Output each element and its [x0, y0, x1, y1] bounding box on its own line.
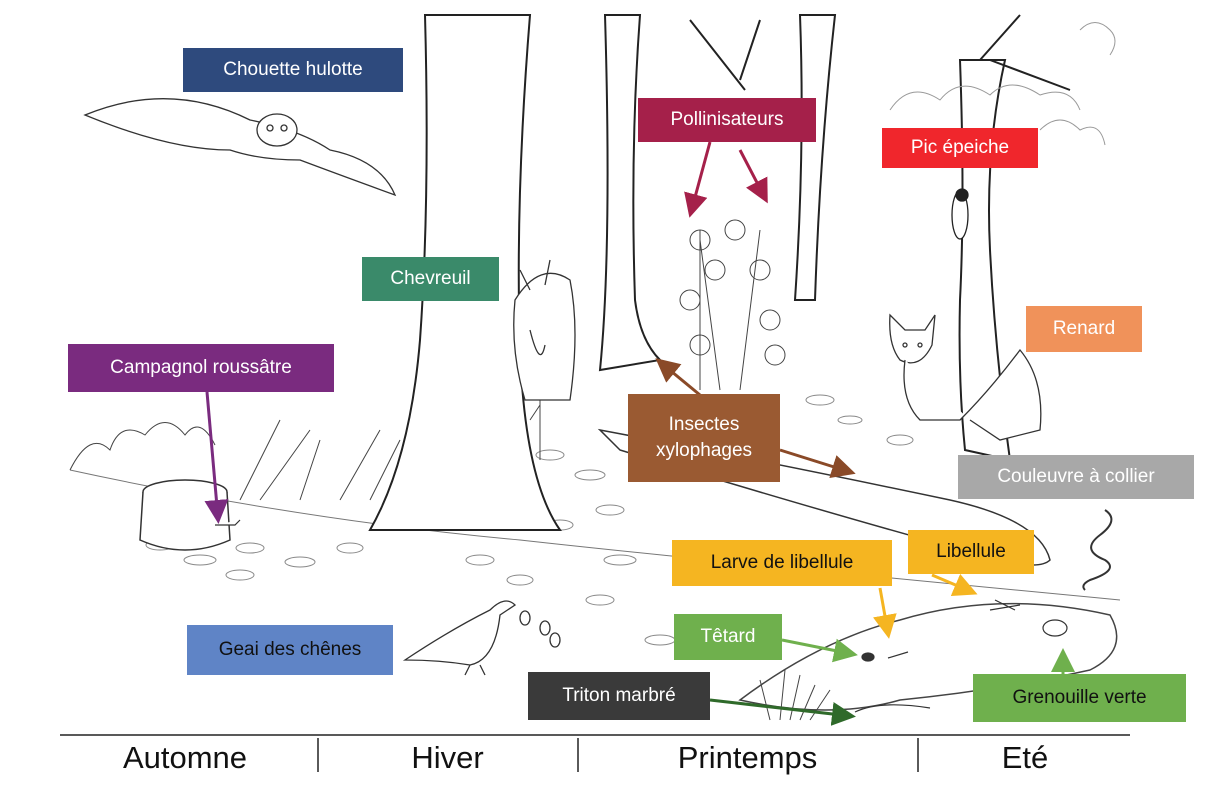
label-libellule: Libellule — [908, 530, 1034, 574]
snake-drawing — [1082, 509, 1113, 591]
label-pic-epeiche: Pic épeiche — [882, 128, 1038, 168]
ground-cobbles — [145, 394, 914, 646]
pond — [738, 602, 1118, 711]
label-renard: Renard — [1026, 306, 1142, 352]
season-ete: Eté — [1001, 740, 1049, 775]
woodpecker-drawing — [951, 188, 969, 240]
foliage-clouds — [889, 22, 1116, 146]
label-chevreuil: Chevreuil — [362, 257, 499, 301]
label-pollinisateurs: Pollinisateurs — [638, 98, 816, 142]
season-automne: Automne — [122, 740, 248, 775]
jay-drawing — [402, 600, 561, 676]
label-larve-de-libellule: Larve de libellule — [672, 540, 892, 586]
label-couleuvre-a-collier: Couleuvre à collier — [958, 455, 1194, 499]
season-axis — [60, 734, 1130, 772]
season-hiver: Hiver — [411, 740, 484, 775]
label-triton-marbre: Triton marbré — [528, 672, 710, 720]
label-geai-des-chenes: Geai des chênes — [187, 625, 393, 675]
season-printemps: Printemps — [677, 740, 818, 775]
fox-drawing — [889, 313, 1042, 441]
deer-drawing — [513, 259, 576, 401]
reeds — [759, 669, 831, 721]
label-chouette-hulotte: Chouette hulotte — [183, 48, 403, 92]
label-campagnol-roussatre: Campagnol roussâtre — [68, 344, 334, 392]
arrows — [204, 141, 1075, 726]
owl-drawing — [83, 98, 397, 197]
label-tetard: Têtard — [674, 614, 782, 660]
label-grenouille-verte: Grenouille verte — [973, 674, 1186, 722]
